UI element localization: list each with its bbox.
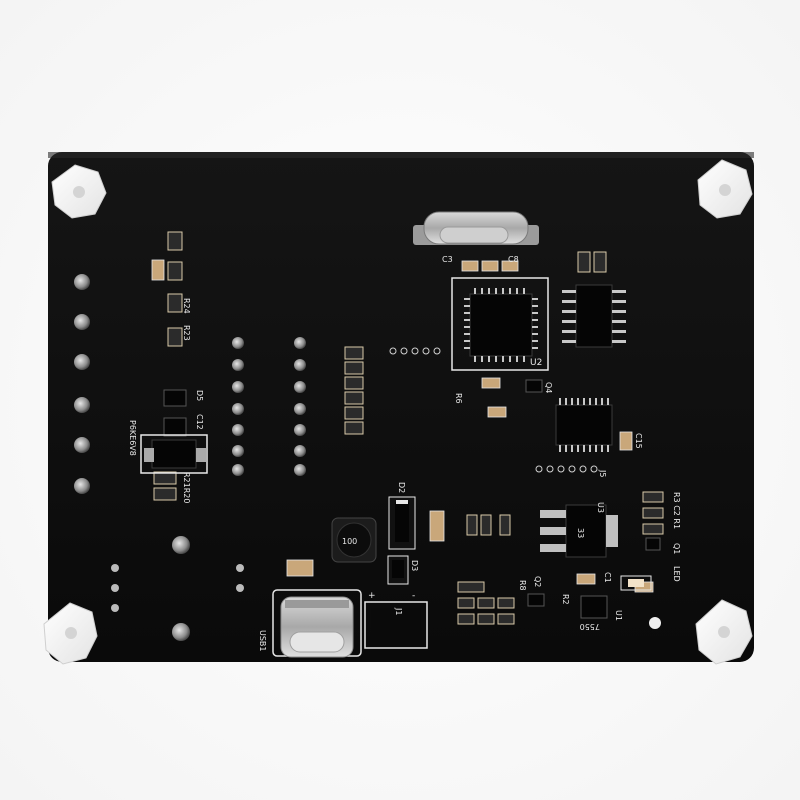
via-row-mcu — [389, 347, 441, 355]
mounting-hole — [649, 617, 661, 629]
label-r6: R6 — [454, 393, 463, 404]
left-header-pins — [74, 274, 90, 494]
silkscreen-labels: U2 C3 C8 R6 Q4 C15 J5 R24 R23 D5 C12 P6K… — [128, 255, 681, 652]
smd-caps — [151, 259, 654, 593]
label-c15: C15 — [634, 433, 643, 449]
label-u3: U3 — [596, 502, 605, 513]
through-hole-pads-right-column — [294, 337, 306, 476]
label-q1: Q1 — [672, 543, 681, 554]
label-r24: R24 — [182, 298, 191, 314]
label-r23: R23 — [182, 325, 191, 341]
usb-c-connector — [272, 589, 362, 658]
label-j1: J1 — [394, 607, 403, 615]
sot-transistors — [163, 379, 661, 619]
label-r2: R2 — [561, 594, 570, 605]
label-minus: - — [412, 591, 415, 601]
diode-d2 — [388, 496, 416, 550]
label-r8: R8 — [518, 580, 527, 591]
led — [620, 575, 652, 591]
power-connector-j1 — [364, 601, 428, 649]
label-c8: C8 — [508, 255, 519, 264]
standoff-top-left — [51, 164, 107, 219]
inductor-code: 100 — [342, 537, 357, 546]
standoff-bottom-left — [43, 602, 98, 665]
label-r3-c2-r1: R3 C2 R1 — [672, 492, 681, 529]
label-c1: C1 — [603, 572, 612, 583]
diode-d3 — [387, 555, 409, 585]
label-usb1: USB1 — [258, 630, 267, 652]
crystal-oscillator — [413, 211, 539, 245]
label-led: LED — [672, 566, 681, 582]
tvs-diode — [140, 434, 208, 474]
soic-chip-upper — [562, 284, 626, 348]
inductor: 100 — [331, 517, 377, 563]
label-d3: D3 — [410, 560, 419, 571]
label-c3: C3 — [442, 255, 453, 264]
mcu-chip-u2 — [451, 277, 549, 371]
voltage-regulator-u3: 33 — [540, 504, 618, 558]
smd-passives — [153, 231, 664, 625]
label-r21r20: R21R20 — [182, 472, 191, 503]
via-row-j5 — [535, 465, 598, 473]
label-q4: Q4 — [544, 382, 553, 393]
label-j5: J5 — [598, 469, 607, 477]
standoff-bottom-right — [695, 599, 753, 665]
label-p6ke6v8: P6KE6V8 — [128, 420, 137, 456]
label-c12: C12 — [195, 414, 204, 430]
label-7550: 7550 — [580, 622, 600, 631]
mounting-pins-lower-left — [111, 536, 244, 641]
label-q2: Q2 — [533, 576, 542, 587]
label-plus: + — [368, 591, 376, 601]
label-d5: D5 — [195, 390, 204, 401]
tssop-chip — [555, 398, 613, 452]
svg-text:33: 33 — [576, 528, 585, 538]
through-hole-pads-left-column — [232, 337, 244, 476]
label-d2: D2 — [397, 482, 406, 493]
label-u2: U2 — [530, 358, 542, 368]
standoff-top-right — [697, 159, 753, 219]
label-u1: U1 — [614, 610, 623, 621]
